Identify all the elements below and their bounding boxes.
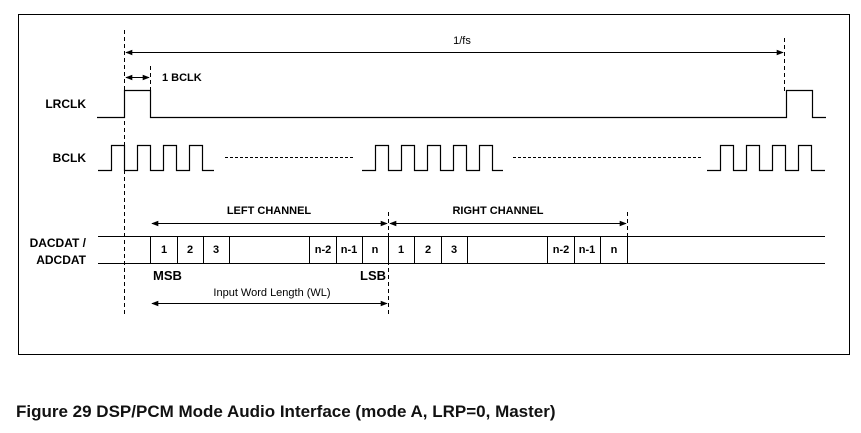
bit-label: 1: [398, 244, 404, 256]
bit-label: n-1: [341, 244, 358, 256]
bit-label: 3: [213, 244, 219, 256]
right-channel-label: RIGHT CHANNEL: [452, 205, 543, 217]
bit-label: n-2: [553, 244, 570, 256]
bclk-label: BCLK: [53, 151, 87, 165]
bit-label: n-1: [579, 244, 596, 256]
lrclk-label: LRCLK: [45, 97, 86, 111]
left-channel-label: LEFT CHANNEL: [227, 205, 312, 217]
lsb-label: LSB: [360, 268, 386, 283]
bit-label: 3: [451, 244, 457, 256]
bclk-width-label: 1 BCLK: [162, 72, 202, 84]
data-label-line1: DACDAT /: [30, 236, 87, 250]
right-channel-bits: 1 2 3 n-2 n-1 n: [398, 236, 628, 264]
left-channel-bits: 1 2 3 n-2 n-1 n: [150, 236, 389, 264]
bit-label: n: [372, 244, 379, 256]
bit-label: 2: [187, 244, 193, 256]
bit-label: n-2: [315, 244, 332, 256]
lrclk-waveform: [97, 89, 826, 119]
data-label-line2: ADCDAT: [36, 253, 86, 267]
word-length-label: Input Word Length (WL): [213, 287, 330, 299]
bit-label: 2: [425, 244, 431, 256]
bit-label: 1: [161, 244, 167, 256]
bit-label: n: [611, 244, 618, 256]
bclk-waveform-group-3: [707, 144, 825, 172]
diagram-frame: [18, 14, 850, 355]
figure-caption: Figure 29 DSP/PCM Mode Audio Interface (…: [16, 402, 556, 421]
msb-label: MSB: [153, 268, 182, 283]
bclk-waveform-group-1: [98, 144, 214, 172]
period-label: 1/fs: [453, 35, 471, 47]
bclk-waveform-group-2: [362, 144, 503, 172]
